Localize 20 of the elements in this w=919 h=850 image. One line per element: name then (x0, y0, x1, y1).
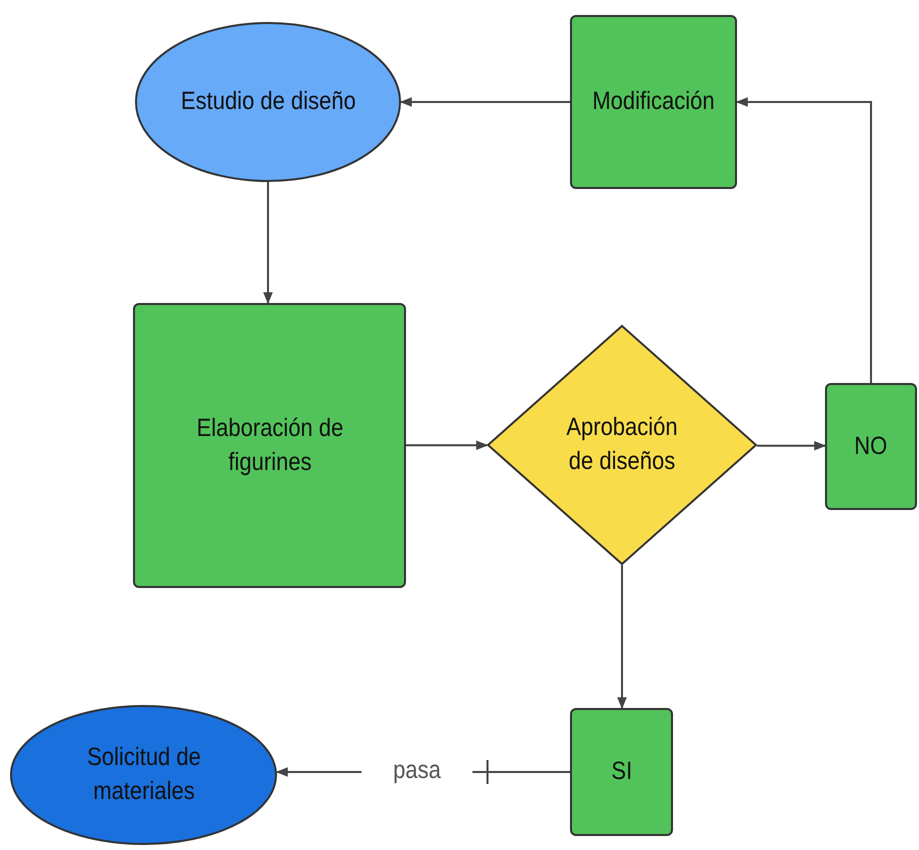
end-ellipse (10, 705, 277, 845)
node-label: SI (611, 756, 632, 788)
decision-diamond (487, 325, 757, 565)
start-ellipse (135, 22, 401, 182)
arrow (263, 182, 273, 304)
arrow (617, 565, 627, 710)
arrow (736, 97, 872, 383)
node-label: Modificación (592, 86, 715, 118)
node-label: NO (854, 430, 888, 462)
node-label: Elaboración de figurines (195, 412, 344, 478)
node-label: Estudio de diseño (180, 86, 356, 118)
node-label: Solicitud de materiales (86, 742, 202, 807)
arrow (400, 97, 570, 107)
process-box (570, 15, 737, 189)
process-box (133, 303, 406, 588)
process-box (825, 383, 917, 510)
process-box (570, 708, 673, 836)
arrow (406, 440, 488, 450)
arrow (757, 440, 826, 451)
node-label: Aprobación de diseños (565, 412, 679, 477)
